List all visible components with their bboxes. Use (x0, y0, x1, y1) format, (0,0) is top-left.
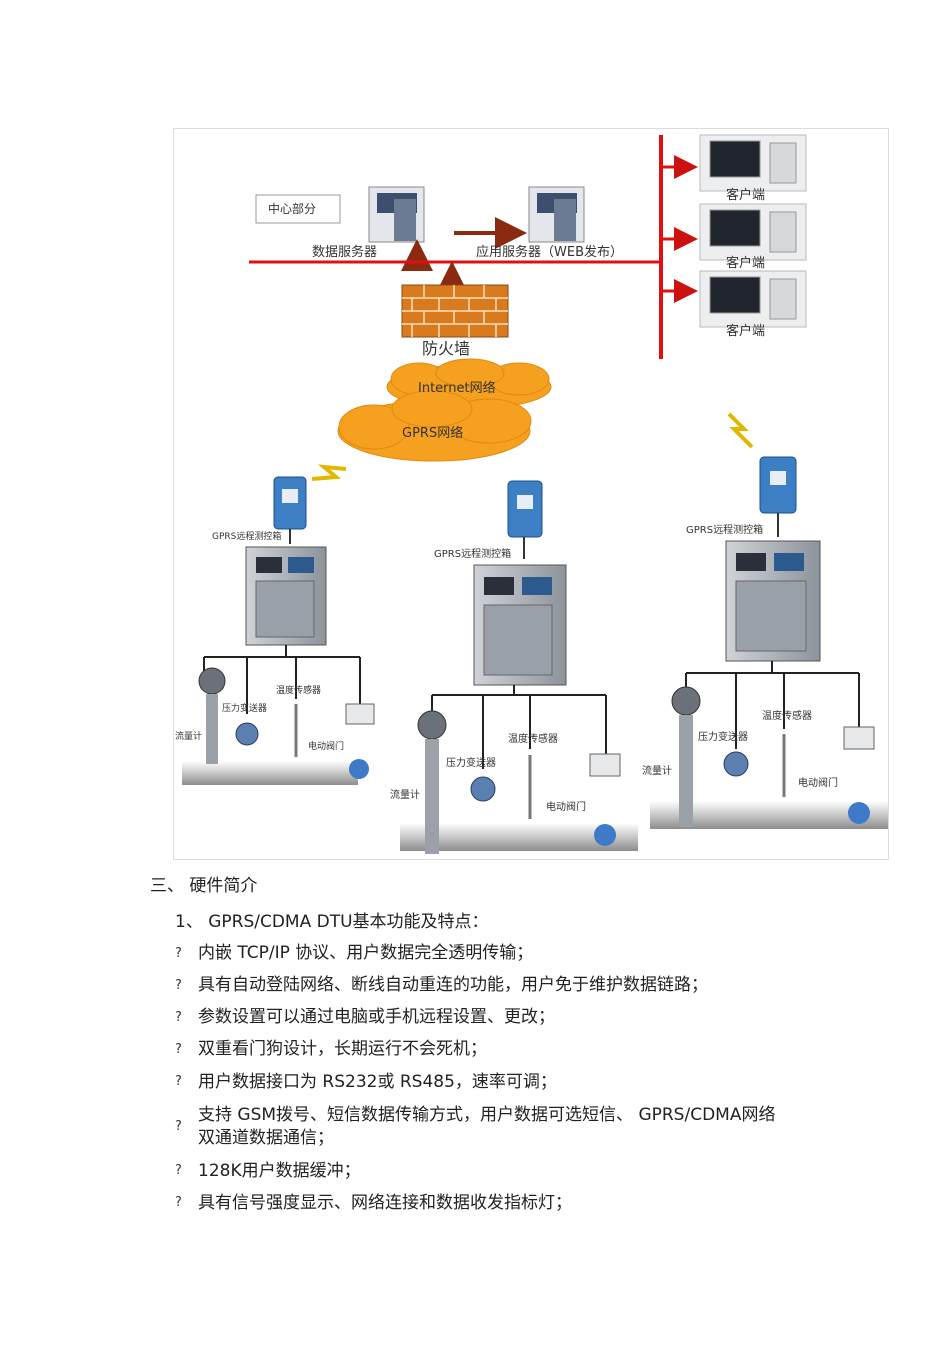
box-label: GPRS远程测控箱 (686, 525, 764, 536)
data-server-icon (368, 186, 425, 243)
signal-lightning-icon (311, 464, 347, 481)
temp-label: 温度传感器 (762, 711, 812, 722)
valve-label: 电动阀门 (308, 742, 345, 752)
bullet-icon: ? (175, 1195, 182, 1210)
station-1 (182, 476, 375, 785)
client-icon (699, 203, 807, 261)
app-server-label: 应用服务器（WEB发布） (476, 245, 623, 260)
internet-label: Internet网络 (418, 381, 496, 396)
sub-heading: 1、 GPRS/CDMA DTU基本功能及特点： (175, 912, 489, 932)
valve-label: 电动阀门 (798, 778, 838, 789)
bullet-icon: ? (175, 978, 182, 993)
valve-label: 电动阀门 (546, 802, 586, 813)
bullet-icon: ? (175, 1119, 182, 1134)
center-part-label: 中心部分 (268, 202, 317, 216)
list-item: 用户数据接口为 RS232或 RS485，速率可调； (198, 1072, 557, 1092)
pressure-label: 压力变送器 (698, 732, 748, 743)
list-item-continuation: 双通道数据通信； (198, 1128, 334, 1148)
list-item: 支持 GSM拨号、短信数据传输方式，用户数据可选短信、 GPRS/CDMA网络 (198, 1105, 776, 1125)
center-label-box (255, 194, 341, 224)
pressure-label: 压力变送器 (222, 704, 268, 714)
bullet-icon: ? (175, 1163, 182, 1178)
data-server-label: 数据服务器 (312, 245, 378, 260)
flow-meter-label: 流量计 (642, 766, 672, 777)
bullet-icon: ? (175, 946, 182, 961)
firewall-label: 防火墙 (422, 339, 471, 358)
client-icon (699, 270, 807, 328)
client-label: 客户端 (726, 256, 766, 271)
list-item: 内嵌 TCP/IP 协议、用户数据完全透明传输； (198, 943, 534, 963)
temp-label: 温度传感器 (276, 686, 322, 696)
list-item: 具有信号强度显示、网络连接和数据收发指标灯； (198, 1193, 572, 1213)
flow-meter-label: 流量计 (175, 732, 203, 742)
client-icon (699, 134, 807, 192)
list-item: 128K用户数据缓冲； (198, 1161, 361, 1181)
diagram-graphics (182, 134, 888, 854)
app-server-icon (528, 186, 585, 243)
list-item: 具有自动登陆网络、断线自动重连的功能，用户免于维护数据链路； (198, 975, 708, 995)
bullet-icon: ? (175, 1074, 182, 1089)
section-heading: 三、 硬件简介 (150, 876, 258, 896)
firewall-icon (401, 284, 509, 338)
station-3 (650, 456, 888, 829)
pressure-label: 压力变送器 (446, 758, 496, 769)
box-label: GPRS远程测控箱 (434, 549, 512, 560)
list-item: 双重看门狗设计，长期运行不会死机； (198, 1039, 487, 1059)
signal-lightning-icon (727, 412, 754, 449)
client-label: 客户端 (726, 324, 766, 339)
flow-meter-label: 流量计 (390, 790, 420, 801)
box-label: GPRS远程测控箱 (212, 532, 282, 542)
list-item: 参数设置可以通过电脑或手机远程设置、更改； (198, 1007, 555, 1027)
bullet-icon: ? (175, 1042, 182, 1057)
bullet-icon: ? (175, 1010, 182, 1025)
client-label: 客户端 (726, 188, 766, 203)
station-2 (400, 480, 638, 854)
gprs-network-label: GPRS网络 (402, 426, 464, 441)
gprs-cloud-icon (337, 390, 532, 462)
network-architecture-diagram: 中心部分 数据服务器 应用服务器（WEB发布） 客户端 客户端 客户端 防火墙 … (173, 128, 889, 860)
temp-label: 温度传感器 (508, 734, 558, 745)
